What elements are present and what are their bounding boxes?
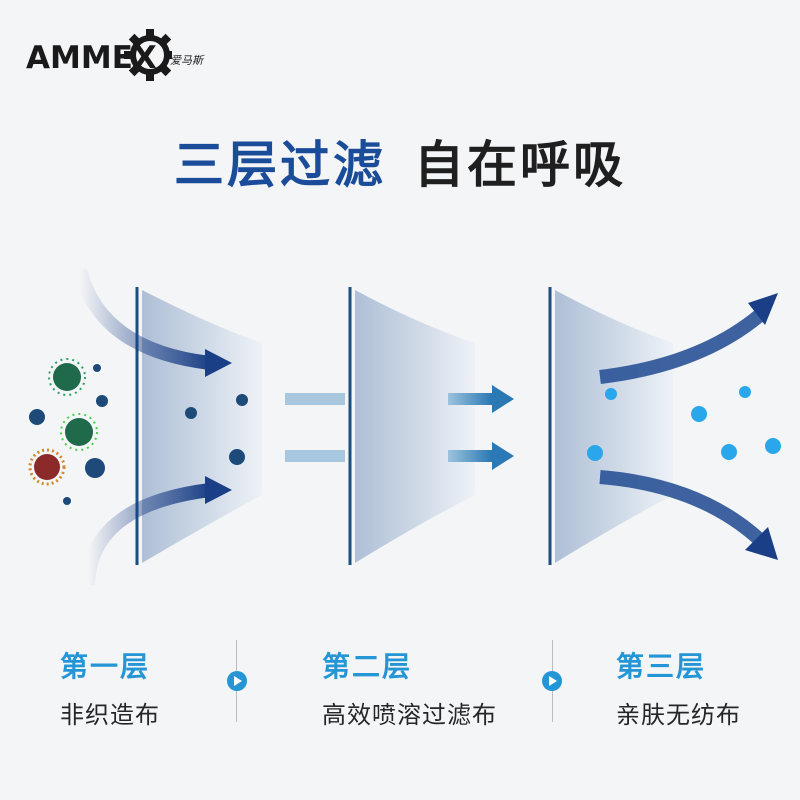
play-icon [227,671,247,691]
particle [63,497,71,505]
filter-layer-3 [548,287,673,565]
layer-2-subtitle: 高效喷溶过滤布 [322,701,497,729]
particle [236,394,248,406]
particle [85,458,105,478]
outgoing-arrow-top [599,293,778,384]
outgoing-arrow-bottom [599,470,778,560]
brand-name-cn: 爱马斯 [170,54,203,67]
gear-icon [124,29,172,81]
clean-particle [605,388,617,400]
clean-particle [739,386,751,398]
layer-3-title: 第三层 [616,650,707,683]
clean-particle [765,438,781,454]
clean-particle [691,406,707,422]
brand-name: AMMEX [26,40,157,76]
layer-1-title: 第一层 [60,650,151,683]
particle [229,449,245,465]
play-icon [542,671,562,691]
layer-3-label: 第三层 亲肤无纺布 [616,645,741,730]
headline-rest: 自在呼吸 [414,136,626,194]
virus-green-1 [48,358,86,396]
layer-1-label: 第一层 非织造布 [60,645,160,730]
layer-1-subtitle: 非织造布 [60,701,160,729]
clean-particle [721,444,737,460]
incoming-arrow-bottom [81,476,232,586]
layer-3-subtitle: 亲肤无纺布 [616,701,741,729]
filtration-diagram [28,268,781,586]
filter-layer-1 [135,287,262,565]
brand-logo: AMMEX 爱马斯 [22,18,222,88]
page-headline: 三层过滤自在呼吸 [0,125,800,197]
particle [93,364,101,372]
layer-2-label: 第二层 高效喷溶过滤布 [322,645,497,730]
particle [185,407,197,419]
incoming-arrow-top [73,268,232,377]
layer-2-title: 第二层 [322,650,413,683]
virus-green-2 [60,413,98,451]
virus-red [28,448,66,486]
headline-highlight: 三层过滤 [174,136,386,194]
clean-particle [587,445,603,461]
flow-bars [285,385,514,470]
particle [96,395,108,407]
particle [29,409,45,425]
filter-layer-2 [348,287,475,565]
